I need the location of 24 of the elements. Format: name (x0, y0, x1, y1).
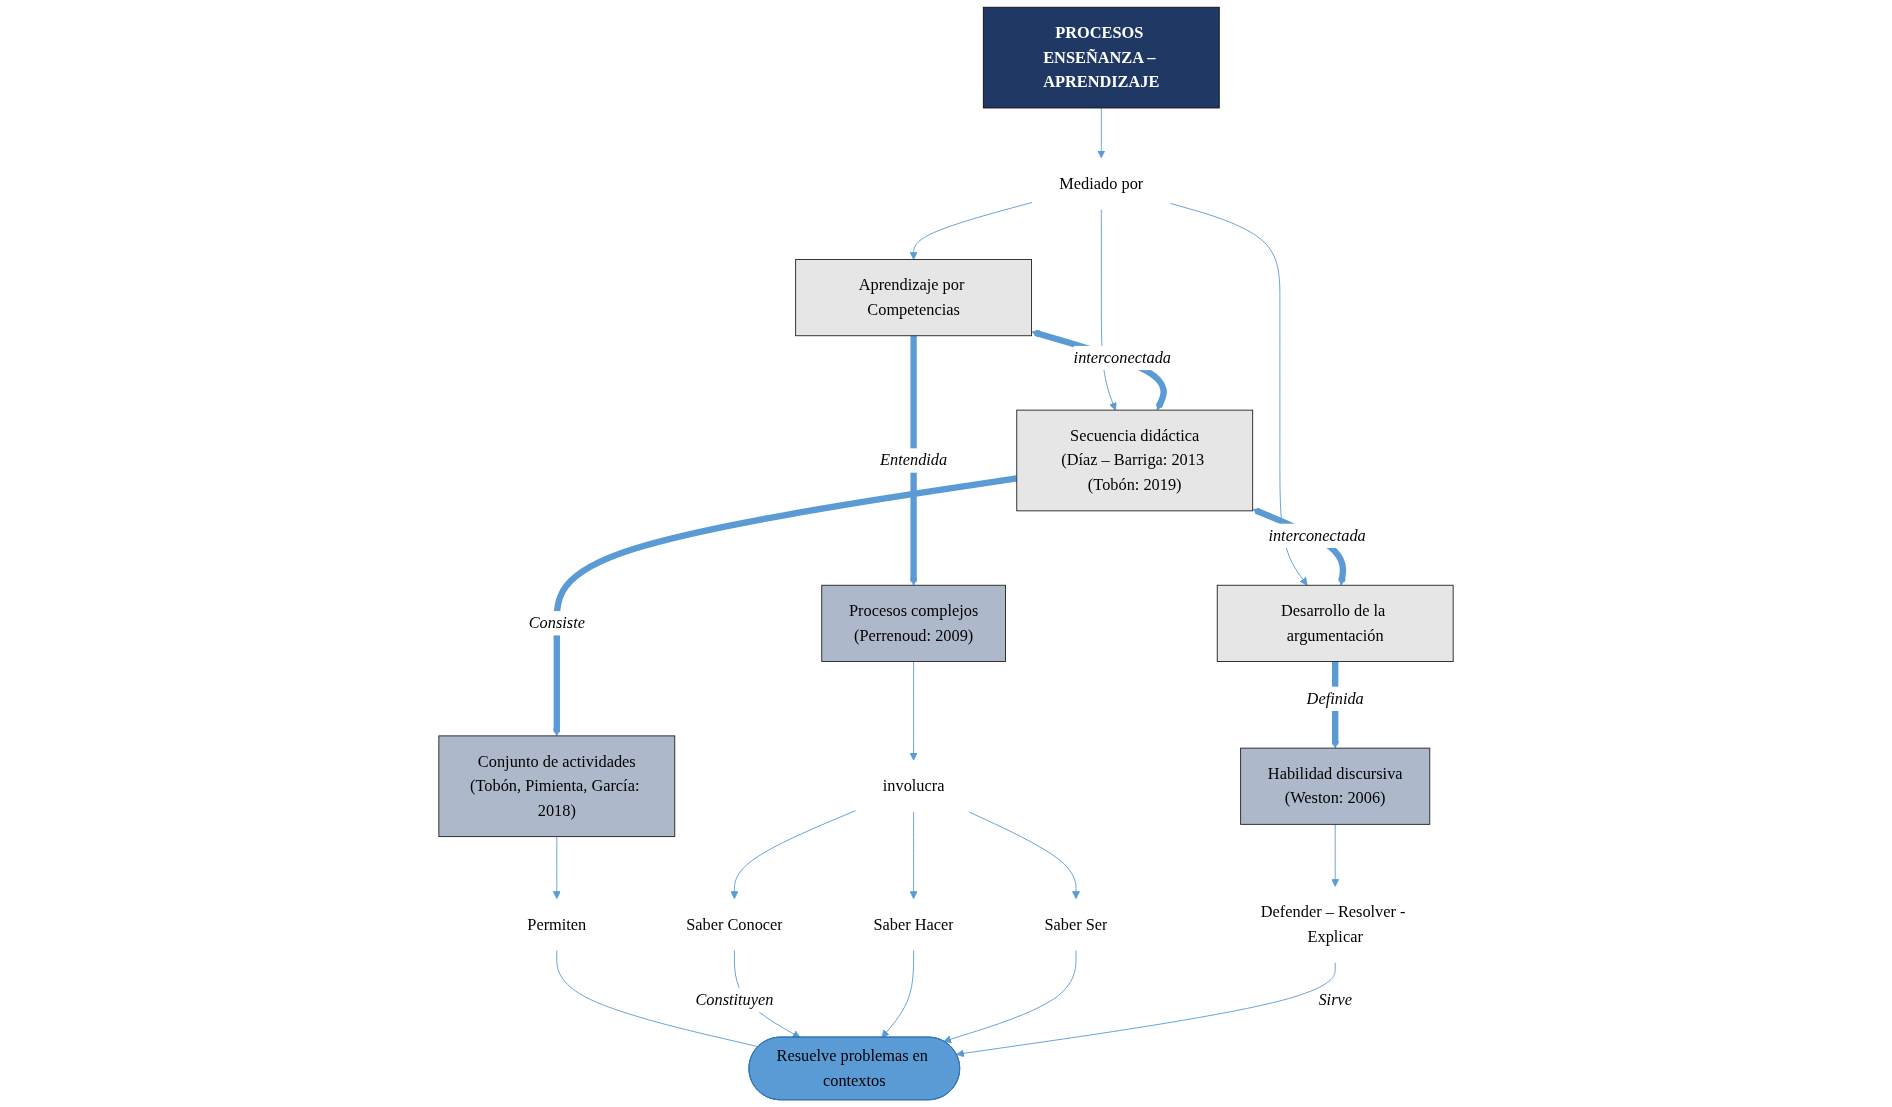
edge-label: Consiste (528, 613, 585, 632)
connector (556, 950, 760, 1048)
node-text: Saber Hacer (873, 915, 954, 934)
node-box: Aprendizaje por Competencias (795, 259, 1032, 337)
node-box: Habilidad discursiva (Weston: 2006) (1240, 747, 1431, 825)
edge-label: Constituyen (695, 990, 774, 1009)
arrow (552, 475, 1018, 737)
edge-label: Sirve (1318, 990, 1352, 1009)
node-box: PROCESOS ENSEÑANZA – APRENDIZAJE (982, 6, 1220, 109)
edge-label: Definida (1306, 689, 1364, 708)
node-text: Mediado por (1059, 174, 1144, 193)
node-text: Defender – Resolver - Explicar (1260, 902, 1406, 946)
node-text: involucra (882, 776, 945, 795)
node-text: Saber Ser (1044, 915, 1108, 934)
node-box: Procesos complejos (Perrenoud: 2009) (821, 584, 1006, 662)
edge-label: Entendida (880, 450, 948, 470)
edge-label: interconectada (1268, 526, 1366, 545)
node-box: Secuencia didáctica (Díaz – Barriga: 2013 (Tobón: 2019) (1016, 409, 1254, 512)
node-box: Conjunto de actividades (Tobón, Pimienta, García: 2018) (438, 735, 676, 838)
edge-label: interconectada (1073, 348, 1171, 367)
arrow (909, 335, 918, 586)
node-text: Saber Conocer (686, 915, 783, 934)
node-text: Permiten (527, 915, 587, 934)
node-box: Desarrollo de la argumentación (1216, 584, 1454, 662)
